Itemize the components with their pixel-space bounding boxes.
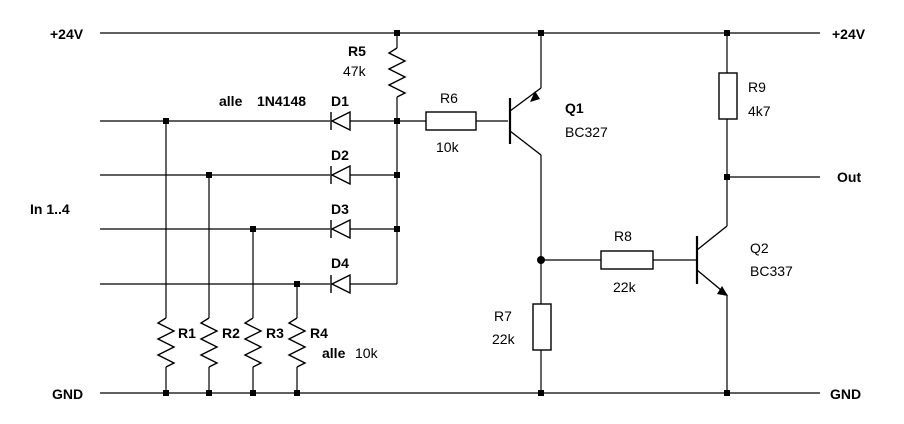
diode-d3	[330, 218, 397, 240]
vcc-label-right: +24V	[832, 26, 866, 42]
resistor-r4-label: R4	[310, 325, 328, 341]
resistor-r7	[532, 303, 552, 351]
resistor-r5	[387, 33, 407, 121]
resistor-r1-r4-note-value: 10k	[355, 345, 379, 361]
diode-d3-label: D3	[331, 201, 349, 217]
transistor-q2-label: Q2	[750, 240, 769, 256]
vcc-label-left: +24V	[50, 26, 84, 42]
resistor-r1	[156, 121, 176, 393]
diode-d2	[330, 164, 397, 186]
transistor-q1-type: BC327	[565, 124, 608, 140]
diode-d4-label: D4	[331, 255, 349, 271]
diode-note-prefix: alle	[219, 93, 243, 109]
resistor-r6-value: 10k	[436, 139, 460, 155]
gnd-label-left: GND	[52, 386, 83, 402]
resistor-r5-value: 47k	[343, 63, 367, 79]
resistor-r8	[541, 250, 696, 270]
transistor-q1-label: Q1	[565, 100, 584, 116]
resistor-r5-label: R5	[348, 43, 366, 59]
transistor-q1	[508, 33, 542, 393]
resistor-r6-label: R6	[440, 90, 458, 106]
resistor-r2-label: R2	[222, 325, 240, 341]
resistor-r3	[243, 229, 263, 393]
resistor-r7-label: R7	[494, 308, 512, 324]
resistor-r8-value: 22k	[613, 279, 637, 295]
resistor-r9	[718, 33, 738, 177]
resistor-r6	[397, 111, 508, 131]
resistor-r7-value: 22k	[492, 331, 516, 347]
diode-d1-label: D1	[331, 93, 349, 109]
input-label: In 1..4	[30, 201, 70, 217]
diode-d2-label: D2	[331, 147, 349, 163]
resistor-r9-label: R9	[748, 79, 766, 95]
resistor-r1-r4-note-prefix: alle	[322, 345, 346, 361]
diode-note-part: 1N4148	[257, 93, 306, 109]
diode-d4	[330, 273, 397, 295]
resistor-r3-label: R3	[266, 325, 284, 341]
resistor-r9-value: 4k7	[748, 103, 771, 119]
gnd-label-right: GND	[830, 386, 861, 402]
junctions	[163, 30, 730, 396]
output-label: Out	[837, 169, 861, 185]
resistor-r1-label: R1	[178, 325, 196, 341]
transistor-q2	[695, 177, 728, 393]
transistor-q2-type: BC337	[750, 263, 793, 279]
resistor-r4	[287, 284, 307, 393]
diode-d1	[330, 110, 397, 132]
resistor-r8-label: R8	[614, 228, 632, 244]
resistor-r2	[199, 175, 219, 393]
